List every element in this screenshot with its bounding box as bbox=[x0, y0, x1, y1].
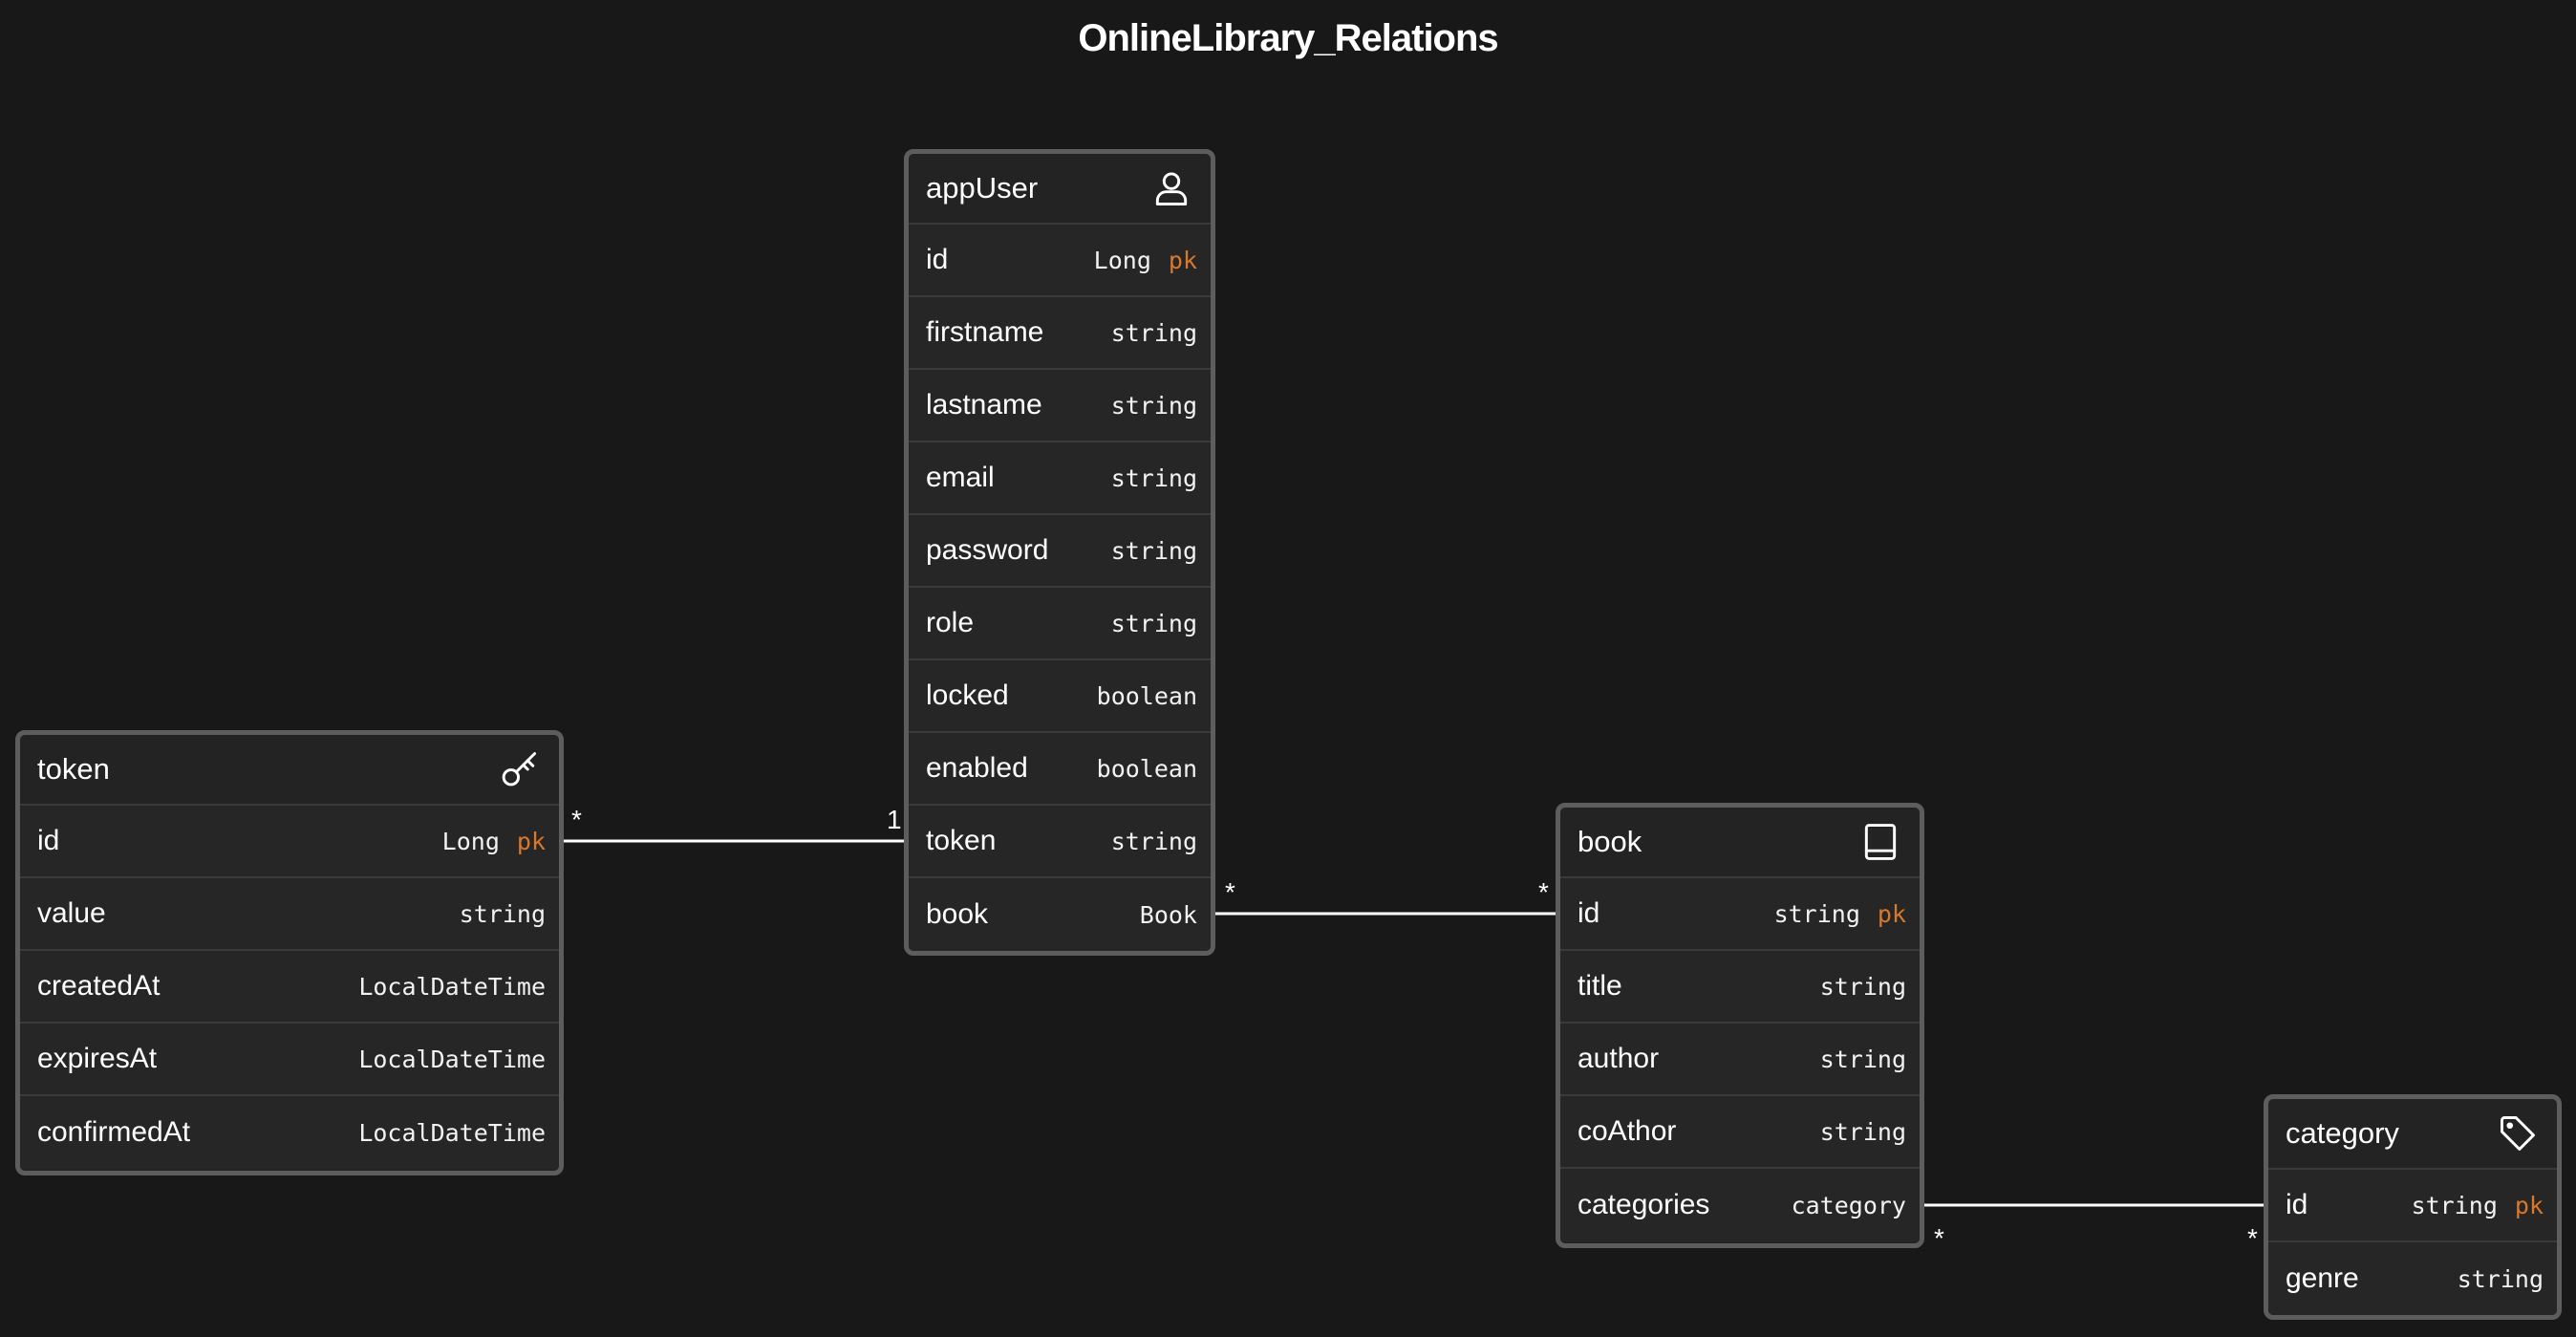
field-row[interactable]: confirmedAt LocalDateTime bbox=[20, 1096, 559, 1169]
field-name: id bbox=[37, 825, 60, 856]
field-row[interactable]: enabled boolean bbox=[909, 733, 1211, 806]
cardinality-appuser-token-side: 1 bbox=[887, 805, 902, 834]
field-type: string bbox=[1110, 536, 1197, 565]
entity-appuser[interactable]: appUser id Long pk firstname string last… bbox=[904, 149, 1215, 956]
cardinality-category-side: * bbox=[2247, 1223, 2258, 1253]
field-type: string bbox=[2411, 1191, 2498, 1219]
field-type: string bbox=[459, 899, 546, 928]
field-type: LocalDateTime bbox=[358, 972, 546, 1001]
entity-title: appUser bbox=[926, 171, 1039, 205]
field-name: book bbox=[926, 898, 989, 930]
field-type: boolean bbox=[1096, 754, 1197, 783]
field-row[interactable]: locked boolean bbox=[909, 660, 1211, 733]
field-name: id bbox=[1578, 897, 1600, 929]
field-type: string bbox=[1819, 972, 1906, 1001]
field-type: boolean bbox=[1096, 681, 1197, 710]
field-type: LocalDateTime bbox=[358, 1045, 546, 1073]
entity-category[interactable]: category id string pk genre string bbox=[2264, 1094, 2562, 1320]
field-row[interactable]: id Long pk bbox=[20, 806, 559, 878]
field-name: id bbox=[2286, 1189, 2308, 1220]
field-name: confirmedAt bbox=[37, 1116, 191, 1148]
field-type: string bbox=[1819, 1045, 1906, 1073]
field-type: string bbox=[1819, 1117, 1906, 1146]
field-type: Long bbox=[1093, 246, 1151, 274]
field-row[interactable]: categories category bbox=[1560, 1169, 1920, 1241]
field-type: string bbox=[1110, 318, 1197, 347]
entity-book[interactable]: book id string pk title string author st… bbox=[1556, 803, 1924, 1248]
entity-token[interactable]: token id Long pk value string createdAt … bbox=[15, 730, 564, 1175]
cardinality-book-categories-side: * bbox=[1934, 1223, 1944, 1253]
field-row[interactable]: title string bbox=[1560, 951, 1920, 1024]
field-row[interactable]: book Book bbox=[909, 878, 1211, 951]
field-type: string bbox=[1773, 899, 1860, 928]
field-type: Book bbox=[1139, 900, 1197, 929]
field-name: role bbox=[926, 607, 975, 638]
cardinality-token-side: * bbox=[571, 805, 582, 834]
field-name: expiresAt bbox=[37, 1043, 158, 1074]
field-type: string bbox=[1110, 609, 1197, 637]
field-name: lastname bbox=[926, 389, 1042, 421]
field-row[interactable]: coAthor string bbox=[1560, 1096, 1920, 1169]
cardinality-book-side: * bbox=[1538, 877, 1549, 907]
tag-icon bbox=[2496, 1111, 2540, 1155]
field-type: string bbox=[1110, 827, 1197, 855]
field-type: string bbox=[2457, 1264, 2544, 1293]
field-row[interactable]: id string pk bbox=[1560, 878, 1920, 951]
field-row[interactable]: lastname string bbox=[909, 370, 1211, 442]
field-type: string bbox=[1110, 391, 1197, 420]
entity-title: book bbox=[1578, 825, 1642, 858]
field-row[interactable]: token string bbox=[909, 806, 1211, 878]
field-name: id bbox=[926, 244, 949, 275]
field-name: firstname bbox=[926, 316, 1044, 348]
entity-header[interactable]: token bbox=[20, 735, 559, 806]
field-name: title bbox=[1578, 970, 1622, 1002]
field-name: token bbox=[926, 825, 997, 856]
entity-header[interactable]: appUser bbox=[909, 154, 1211, 225]
cardinality-appuser-book-side: * bbox=[1225, 877, 1235, 907]
field-row[interactable]: genre string bbox=[2268, 1242, 2557, 1315]
field-type: LocalDateTime bbox=[358, 1118, 546, 1147]
field-name: email bbox=[926, 462, 995, 493]
diagram-title: OnlineLibrary_Relations bbox=[1078, 17, 1498, 59]
field-name: coAthor bbox=[1578, 1115, 1677, 1147]
field-name: author bbox=[1578, 1043, 1660, 1074]
field-name: createdAt bbox=[37, 970, 161, 1002]
primary-key-badge: pk bbox=[2514, 1191, 2544, 1219]
primary-key-badge: pk bbox=[1877, 899, 1906, 928]
entity-title: token bbox=[37, 752, 110, 786]
field-row[interactable]: id string pk bbox=[2268, 1170, 2557, 1242]
field-name: enabled bbox=[926, 752, 1028, 784]
field-row[interactable]: role string bbox=[909, 588, 1211, 660]
field-name: locked bbox=[926, 679, 1009, 711]
field-type: category bbox=[1791, 1191, 1906, 1219]
primary-key-badge: pk bbox=[516, 827, 546, 855]
person-icon bbox=[1149, 166, 1193, 210]
field-row[interactable]: expiresAt LocalDateTime bbox=[20, 1024, 559, 1096]
field-name: categories bbox=[1578, 1189, 1710, 1220]
field-name: value bbox=[37, 897, 106, 929]
field-name: password bbox=[926, 534, 1049, 566]
field-row[interactable]: createdAt LocalDateTime bbox=[20, 951, 559, 1024]
field-row[interactable]: password string bbox=[909, 515, 1211, 588]
field-type: string bbox=[1110, 464, 1197, 492]
entity-header[interactable]: category bbox=[2268, 1099, 2557, 1170]
field-row[interactable]: id Long pk bbox=[909, 225, 1211, 297]
key-icon bbox=[498, 747, 542, 791]
field-row[interactable]: email string bbox=[909, 442, 1211, 515]
entity-title: category bbox=[2286, 1116, 2399, 1150]
primary-key-badge: pk bbox=[1168, 246, 1197, 274]
field-row[interactable]: author string bbox=[1560, 1024, 1920, 1096]
field-row[interactable]: value string bbox=[20, 878, 559, 951]
field-name: genre bbox=[2286, 1262, 2359, 1294]
book-icon bbox=[1858, 820, 1902, 864]
field-row[interactable]: firstname string bbox=[909, 297, 1211, 370]
field-type: Long bbox=[441, 827, 500, 855]
entity-header[interactable]: book bbox=[1560, 808, 1920, 878]
